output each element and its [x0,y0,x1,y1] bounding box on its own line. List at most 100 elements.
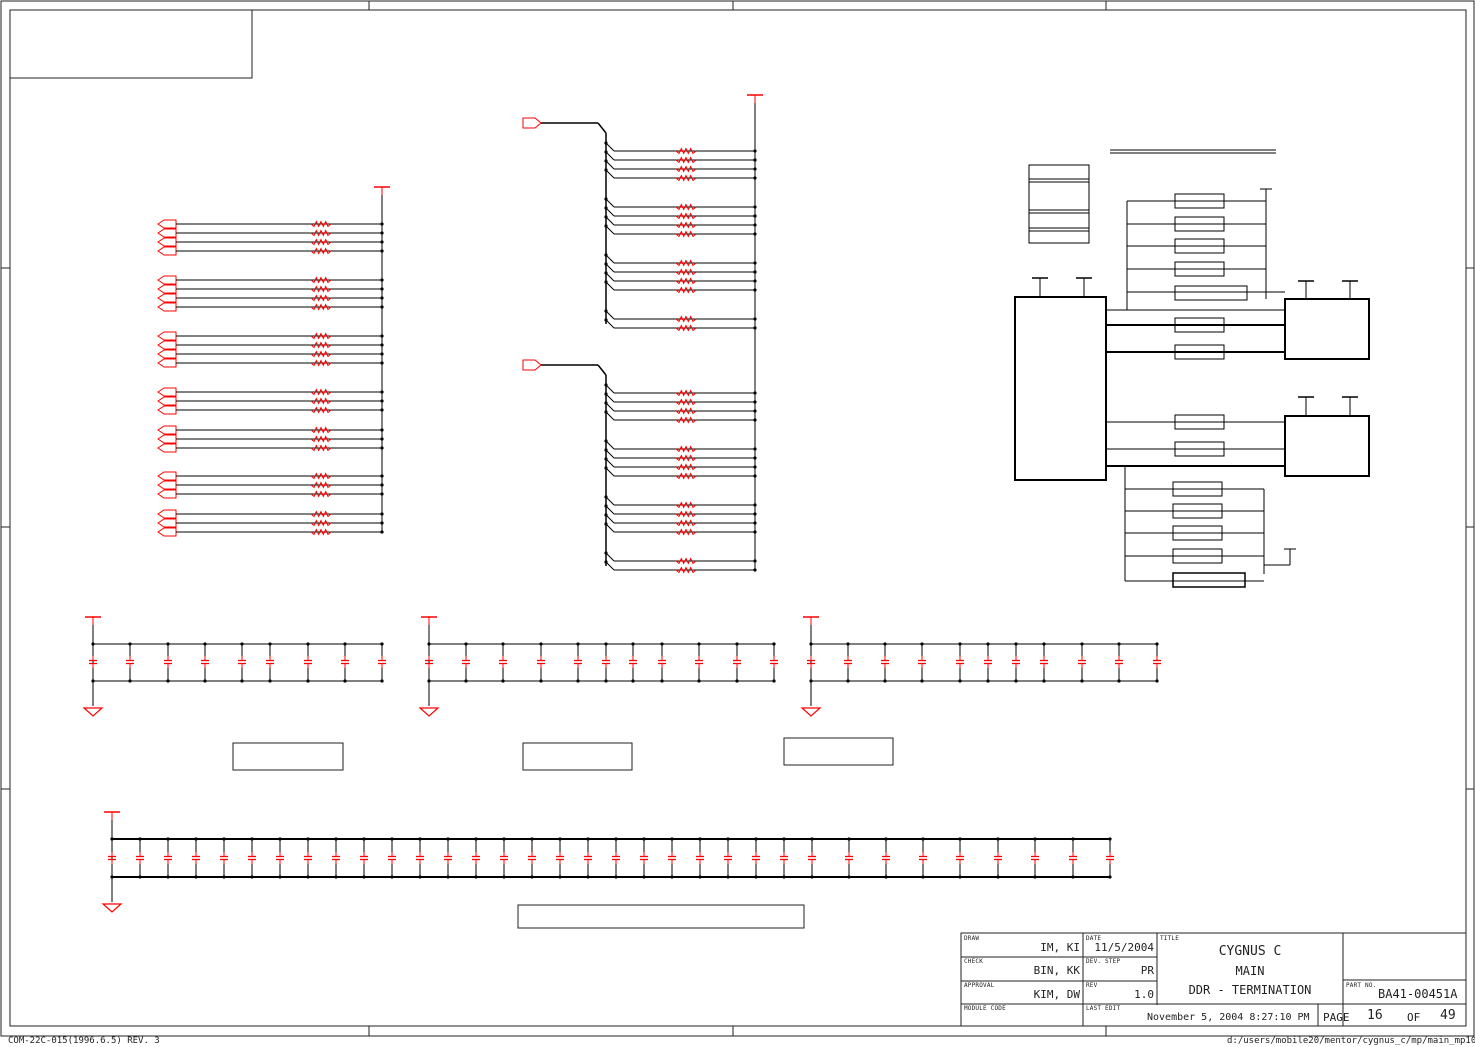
series-resistor [1174,414,1225,430]
zigzag-resistor-icon [310,472,332,480]
capacitor-icon [919,852,927,864]
junction-dot [604,642,608,646]
zigzag-resistor-icon [675,277,697,285]
offpage-connector-icon [157,340,177,350]
bus-entry [605,552,615,562]
offpage-connector-icon [157,358,177,368]
junction-dot [306,875,310,879]
junction-dot [502,875,506,879]
power-rail-icon [747,94,763,103]
capacitor-icon [882,852,890,864]
capacitor-icon [752,852,760,864]
zigzag-resistor-icon [310,406,332,414]
zigzag-resistor-icon [310,435,332,443]
check-value: BIN, KK [1033,964,1080,977]
capacitor-icon [192,852,200,864]
bus-entry [605,281,615,291]
junction-dot [306,642,310,646]
memory-chip-block-1 [1284,298,1370,360]
capacitor-icon [1031,852,1039,864]
title-label: TITLE [1160,935,1180,942]
junction-dot [604,466,608,470]
bus-entry [605,142,615,152]
junction-dot [222,875,226,879]
ladder-resistor [1172,481,1223,497]
zigzag-resistor-icon [675,268,697,276]
bus-wire [597,364,607,376]
part-no-value: BA41-00451A [1378,987,1458,1001]
junction-dot [464,679,468,683]
capacitor-icon [994,852,1002,864]
capacitor-icon [266,656,274,668]
junction-dot [1117,679,1121,683]
capacitor-icon [1012,656,1020,668]
zigzag-resistor-icon [675,407,697,415]
junction-dot [1042,679,1046,683]
power-rail-icon [104,811,120,820]
junction-dot [604,224,608,228]
capacitor-icon [602,656,610,668]
capacitor-icon [425,656,433,668]
offpage-connector-icon [157,349,177,359]
junction-dot [1080,642,1084,646]
offpage-connector-icon [157,237,177,247]
bus-entry [605,216,615,226]
zigzag-resistor-icon [310,229,332,237]
junction-dot [138,875,142,879]
ladder-resistor [1174,238,1225,254]
zigzag-resistor-icon [310,276,332,284]
junction-dot [166,837,170,841]
capacitor-icon [770,656,778,668]
junction-dot [362,837,366,841]
capacitor-icon [126,656,134,668]
junction-dot [334,875,338,879]
offpage-connector-icon [157,275,177,285]
junction-dot [604,197,608,201]
junction-dot [642,837,646,841]
rev-label: REV [1086,982,1098,989]
junction-dot [166,642,170,646]
zigzag-resistor-icon [310,238,332,246]
capacitor-icon [341,656,349,668]
capacitor-icon [668,852,676,864]
bus-entry [605,458,615,468]
junction-dot [1071,837,1075,841]
capacitor-icon [164,852,172,864]
zigzag-resistor-icon [675,315,697,323]
approval-label: APPROVAL [964,982,995,989]
offpage-connector-icon [157,228,177,238]
of-label: OF [1407,1011,1421,1024]
junction-dot [474,837,478,841]
junction-dot [446,837,450,841]
zigzag-resistor-icon [675,528,697,536]
capacitor-icon [574,656,582,668]
junction-dot [203,642,207,646]
date-label: DATE [1086,935,1102,942]
capacitor-icon [640,852,648,864]
ladder-resistor [1172,548,1223,564]
junction-dot [921,837,925,841]
junction-dot [847,875,851,879]
junction-dot [586,875,590,879]
junction-dot [604,448,608,452]
form-code: COM-22C-015(1996.6.5) REV. 3 [8,1036,160,1046]
junction-dot [846,642,850,646]
zigzag-resistor-icon [310,444,332,452]
series-resistor [1174,317,1225,333]
junction-dot [194,837,198,841]
ground-icon [800,707,822,717]
junction-dot [501,679,505,683]
junction-dot [222,837,226,841]
date-value: 11/5/2004 [1094,941,1154,954]
junction-dot [576,679,580,683]
capacitor-icon [108,852,116,864]
rev-value: 1.0 [1134,988,1154,1001]
bus-entry [605,384,615,394]
capacitor-icon [388,852,396,864]
junction-dot [418,875,422,879]
junction-dot [958,679,962,683]
junction-dot [642,875,646,879]
junction-dot [604,159,608,163]
